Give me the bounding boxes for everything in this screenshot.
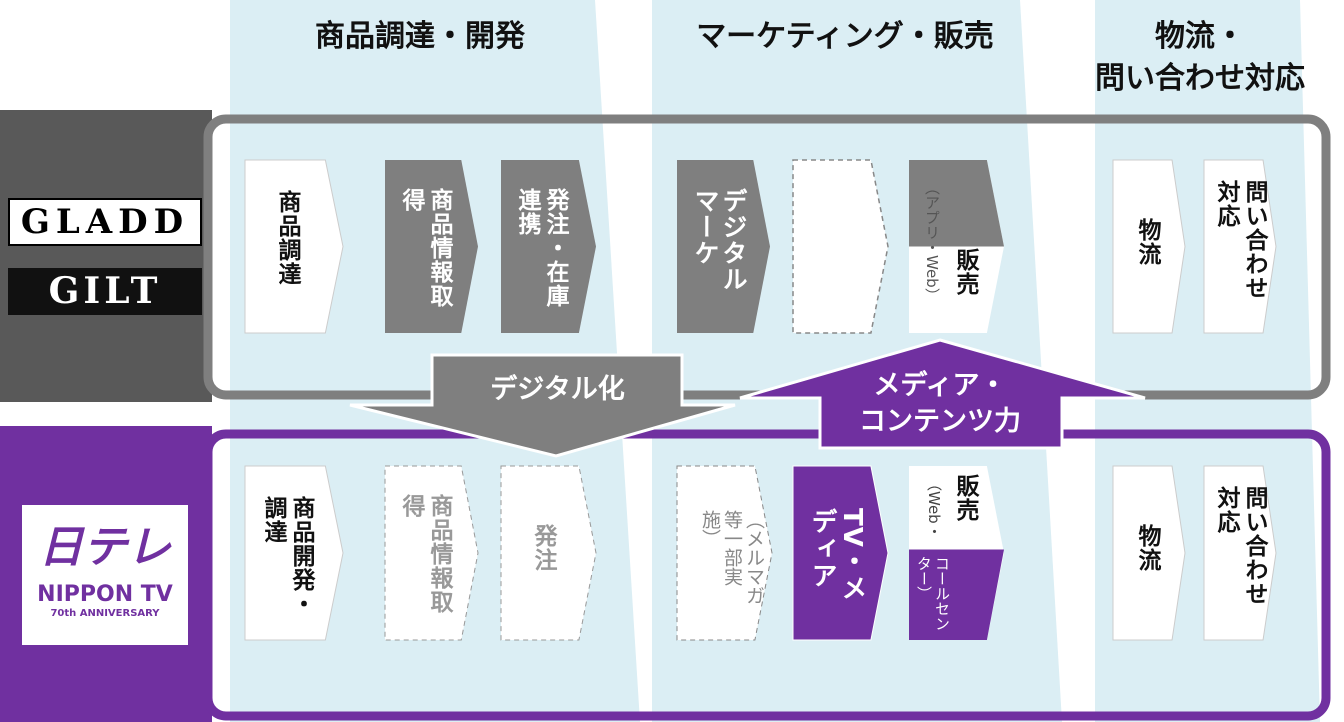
header-marketing: マーケティング・販売 [696,19,994,54]
header-logistics-2: 問い合わせ対応 [1095,61,1305,96]
header-procurement: 商品調達・開発 [315,19,525,54]
gilt-logo: GILT [8,268,202,315]
logo-text: NIPPON TV [37,582,173,607]
digital-arrow-label: デジタル化 [490,374,625,405]
step-logistics: 物流 [1113,160,1185,333]
ntv-step-order: 発注 [501,466,596,640]
step-product-procurement: 商品調達 [245,160,343,333]
ntv-step-product-info: 商品情報取得 [385,466,478,640]
ntv-step-inquiries: 問い合わせ対応 [1204,466,1276,640]
step-inquiries: 問い合わせ対応 [1204,160,1276,333]
ntv-step-logistics: 物流 [1113,466,1185,640]
step-product-info: 商品情報取得 [385,160,478,333]
ntv-step-tv-media: TV・メディア [793,466,888,640]
logo-sub: 70th ANNIVERSARY [50,608,160,619]
header-logistics: 物流・問い合わせ対応 [1070,16,1330,100]
media-arrow-label: メディア・コンテンツ力 [815,368,1065,440]
nippon-tv-logo: 日テレ NIPPON TV 70th ANNIVERSARY [22,505,188,645]
ntv-step-newsletter: （メルマガ等一部実施） [677,466,772,640]
gladd-logo: GLADD [8,198,202,246]
step-sales-app-web: （アプリ・Web）販売 [909,160,1004,333]
ntv-step-sales: （Web・販売コールセンター） [909,466,1004,640]
step-empty-dashed [793,160,888,333]
ntv-step-product-dev: 商品開発・調達 [245,466,343,640]
media-arrow-label-1: メディア・ [873,370,1007,401]
media-arrow-label-2: コンテンツ力 [859,406,1021,437]
logo-mark: 日テレ [39,522,171,573]
header-logistics-1: 物流・ [1155,19,1245,54]
step-order-inventory: 発注・在庫連携 [501,160,596,333]
media-arrow [739,338,1146,450]
step-digital-marketing: デジタルマーケ [677,160,770,333]
digital-arrow [349,353,736,458]
